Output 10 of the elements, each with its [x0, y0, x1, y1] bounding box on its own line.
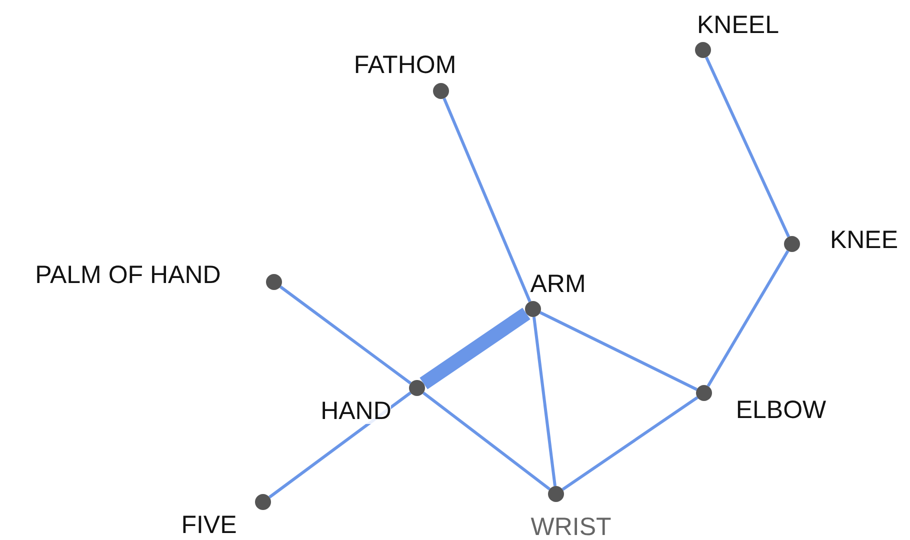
connector-line	[704, 56, 790, 238]
connector-line	[280, 286, 412, 384]
connector-line	[442, 98, 532, 302]
connector-line	[420, 308, 530, 390]
node-label: HAND	[320, 398, 392, 424]
connector-line	[540, 311, 698, 391]
connector-line	[562, 396, 698, 491]
connector-line	[422, 392, 551, 490]
connector-line	[532, 316, 556, 486]
connector-line	[706, 250, 790, 387]
